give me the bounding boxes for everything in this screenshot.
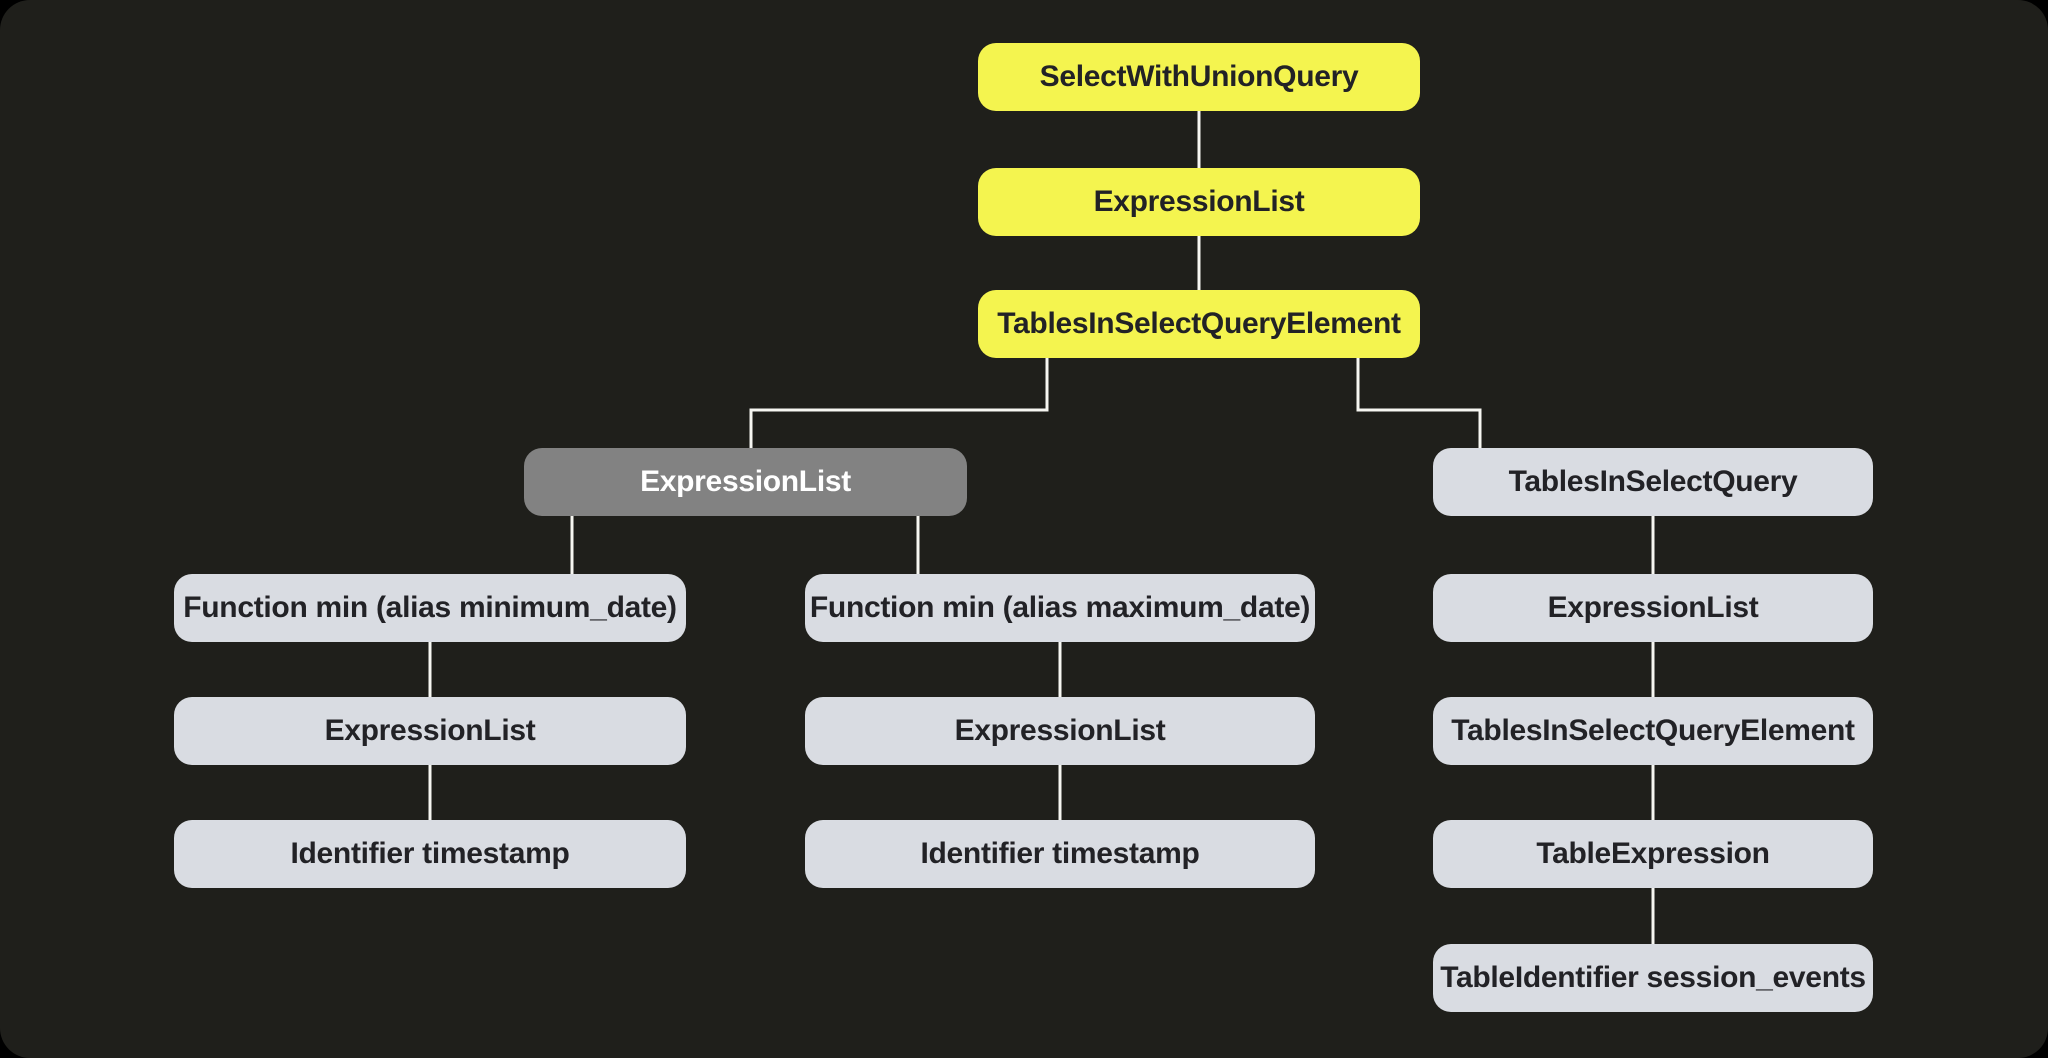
node-table-expression[interactable]: TableExpression bbox=[1433, 820, 1873, 888]
node-tables-in-select-query-element-sub[interactable]: TablesInSelectQueryElement bbox=[1433, 697, 1873, 765]
node-function-min-minimum-date[interactable]: Function min (alias minimum_date) bbox=[174, 574, 686, 642]
tree-edge bbox=[749, 358, 1049, 448]
node-identifier-timestamp-left[interactable]: Identifier timestamp bbox=[174, 820, 686, 888]
node-select-with-union-query[interactable]: SelectWithUnionQuery bbox=[978, 43, 1420, 111]
node-identifier-timestamp-middle[interactable]: Identifier timestamp bbox=[805, 820, 1315, 888]
node-expression-list-middle[interactable]: ExpressionList bbox=[805, 697, 1315, 765]
node-expression-list-right[interactable]: ExpressionList bbox=[1433, 574, 1873, 642]
tree-edge bbox=[1356, 358, 1482, 448]
node-expression-list-selected[interactable]: ExpressionList bbox=[524, 448, 967, 516]
node-expression-list-root[interactable]: ExpressionList bbox=[978, 168, 1420, 236]
node-tables-in-select-query[interactable]: TablesInSelectQuery bbox=[1433, 448, 1873, 516]
node-table-identifier-session-events[interactable]: TableIdentifier session_events bbox=[1433, 944, 1873, 1012]
node-tables-in-select-query-element[interactable]: TablesInSelectQueryElement bbox=[978, 290, 1420, 358]
node-function-min-maximum-date[interactable]: Function min (alias maximum_date) bbox=[805, 574, 1315, 642]
node-expression-list-left[interactable]: ExpressionList bbox=[174, 697, 686, 765]
